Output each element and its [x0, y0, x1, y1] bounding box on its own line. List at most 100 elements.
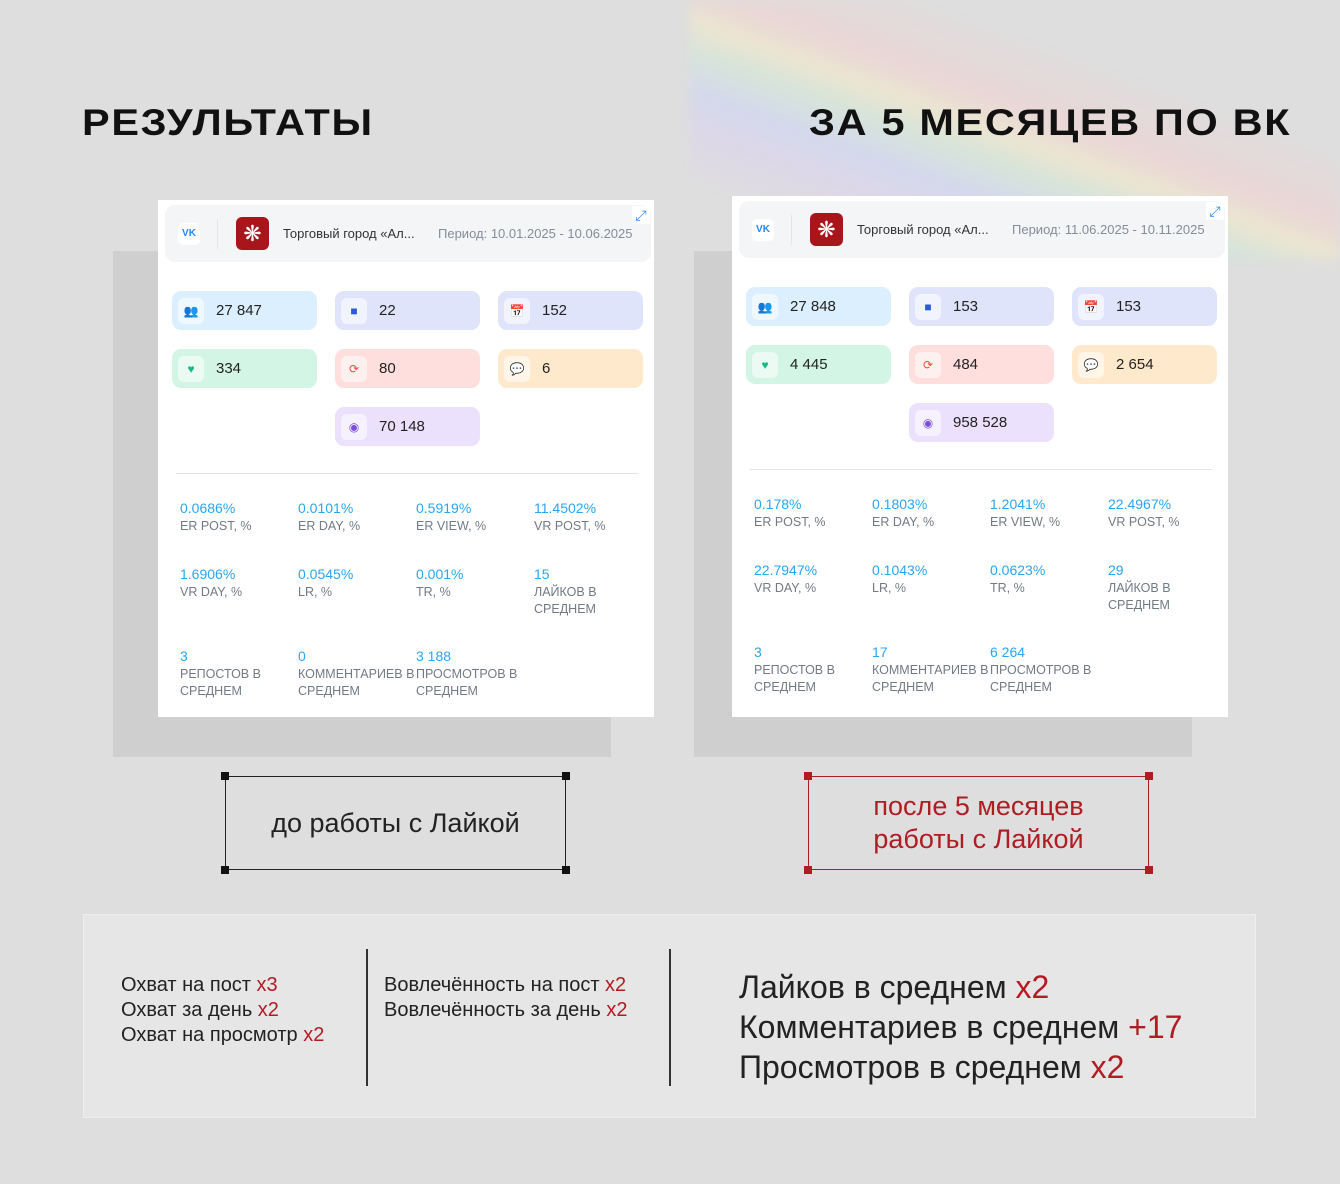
stat-tile: ♥ 4 445: [746, 345, 891, 384]
metric-value: 0.1043%: [872, 562, 928, 578]
metric: 3 Репостов в среднем: [180, 646, 298, 700]
expand-icon[interactable]: ⤢: [632, 206, 650, 224]
metric-label: VR DAY, %: [754, 581, 817, 595]
calendar-icon: 📅: [1078, 293, 1104, 320]
metric-label: ER POST, %: [180, 519, 252, 533]
label-before-text: до работы с Лайкой: [271, 807, 520, 838]
metric: 15 Лайков в среднем: [534, 564, 652, 618]
stat-value: 6: [542, 360, 551, 377]
stat-tile: ■ 153: [909, 287, 1054, 326]
metric-label: LR, %: [872, 581, 907, 595]
summary-multiplier: x2: [606, 999, 628, 1021]
metric: 0.0545% LR, %: [298, 564, 416, 601]
community-name[interactable]: Торговый город «Ал...: [283, 226, 415, 241]
metric: 1.6906% VR DAY, %: [180, 564, 298, 601]
comment-icon: 💬: [504, 355, 530, 382]
stat-tile: ◉ 70 148: [335, 407, 480, 446]
metric-label: Просмотров в среднем: [990, 663, 1092, 694]
metric: 29 Лайков в среднем: [1108, 560, 1226, 614]
metric-label: VR POST, %: [1108, 515, 1180, 529]
metric-value: 1.2041%: [990, 496, 1046, 512]
metric: 22.4967% VR POST, %: [1108, 494, 1226, 531]
metric-value: 6 264: [990, 644, 1026, 660]
metric: 0.0623% TR, %: [990, 560, 1108, 597]
stat-tile: ◉ 958 528: [909, 403, 1054, 442]
metric-value: 22.4967%: [1108, 496, 1172, 512]
metric-label: ER DAY, %: [298, 519, 361, 533]
community-logo: ❋: [810, 213, 843, 246]
metric-label: VR DAY, %: [180, 585, 243, 599]
stats-card-before: VK ❋ Торговый город «Ал... Период: 10.01…: [158, 200, 654, 717]
metric-value: 0.0623%: [990, 562, 1046, 578]
metric-label: ER VIEW, %: [990, 515, 1061, 529]
metric: 0.1043% LR, %: [872, 560, 990, 597]
metric: 0.178% ER POST, %: [754, 494, 872, 531]
vk-icon: VK: [178, 222, 200, 245]
stat-value: 2 654: [1116, 356, 1154, 373]
summary-line: Лайков в среднем x2: [739, 967, 1182, 1007]
eye-icon: ◉: [915, 409, 941, 436]
period-text: Период: 10.01.2025 - 10.06.2025: [438, 226, 633, 241]
summary-text: Охват на просмотр: [121, 1024, 304, 1046]
expand-icon[interactable]: ⤢: [1206, 202, 1224, 220]
metric: 6 264 Просмотров в среднем: [990, 642, 1108, 696]
comment-icon: 💬: [1078, 351, 1104, 378]
label-after: после 5 месяцев работы с Лайкой: [804, 772, 1153, 874]
metric-label: Лайков в среднем: [1108, 581, 1171, 612]
metric-label: ER POST, %: [754, 515, 826, 529]
metric-label: TR, %: [416, 585, 451, 599]
divider: [791, 214, 792, 245]
metric-label: Комментариев в среднем: [872, 663, 989, 694]
metric-value: 0.001%: [416, 566, 464, 582]
divider: [366, 949, 368, 1086]
heart-icon: ♥: [752, 351, 778, 378]
stat-value: 70 148: [379, 418, 425, 435]
metric-value: 1.6906%: [180, 566, 236, 582]
metric-value: 0.0101%: [298, 500, 354, 516]
metric: 0.001% TR, %: [416, 564, 534, 601]
metric-label: Просмотров в среднем: [416, 667, 518, 698]
stat-value: 334: [216, 360, 242, 377]
summary-text: Охват за день: [121, 999, 258, 1021]
community-name[interactable]: Торговый город «Ал...: [857, 222, 989, 237]
stat-tile: 👥 27 847: [172, 291, 317, 330]
stat-tile: ⟳ 80: [335, 349, 480, 388]
stat-value: 27 847: [216, 302, 262, 319]
stat-tile: ♥ 334: [172, 349, 317, 388]
title-left: РЕЗУЛЬТАТЫ: [82, 102, 374, 143]
summary-line: Охват на пост x3: [121, 973, 324, 998]
repost-icon: ⟳: [341, 355, 367, 382]
stat-value: 22: [379, 302, 396, 319]
metric-value: 0: [298, 648, 306, 664]
calendar-icon: 📅: [504, 297, 530, 324]
metric: 11.4502% VR POST, %: [534, 498, 652, 535]
users-icon: 👥: [178, 297, 204, 324]
stat-tile: ⟳ 484: [909, 345, 1054, 384]
metric: 17 Комментариев в среднем: [872, 642, 990, 696]
metric: 22.7947% VR DAY, %: [754, 560, 872, 597]
card-header: VK ❋ Торговый город «Ал... Период: 11.06…: [739, 201, 1225, 258]
metric-label: Лайков в среднем: [534, 585, 597, 616]
summary-text: Охват на пост: [121, 974, 257, 996]
label-after-text: после 5 месяцев работы с Лайкой: [873, 791, 1084, 854]
stat-value: 153: [953, 298, 979, 315]
summary-line: Вовлечённость на пост x2: [384, 973, 627, 998]
summary-multiplier: x2: [605, 974, 627, 996]
stat-value: 27 848: [790, 298, 836, 315]
summary-multiplier: x2: [1090, 1049, 1125, 1085]
metric: 0.0686% ER POST, %: [180, 498, 298, 535]
metric-label: Репостов в среднем: [754, 663, 835, 694]
summary-line: Комментариев в среднем +17: [739, 1007, 1182, 1047]
divider: [750, 469, 1212, 470]
summary-multiplier: x2: [303, 1024, 325, 1046]
metric-value: 0.0686%: [180, 500, 236, 516]
metric-value: 3: [754, 644, 762, 660]
summary-text: Комментариев в среднем: [739, 1009, 1129, 1045]
summary-multiplier: x3: [256, 974, 278, 996]
metric: 3 188 Просмотров в среднем: [416, 646, 534, 700]
metric: 0.1803% ER DAY, %: [872, 494, 990, 531]
